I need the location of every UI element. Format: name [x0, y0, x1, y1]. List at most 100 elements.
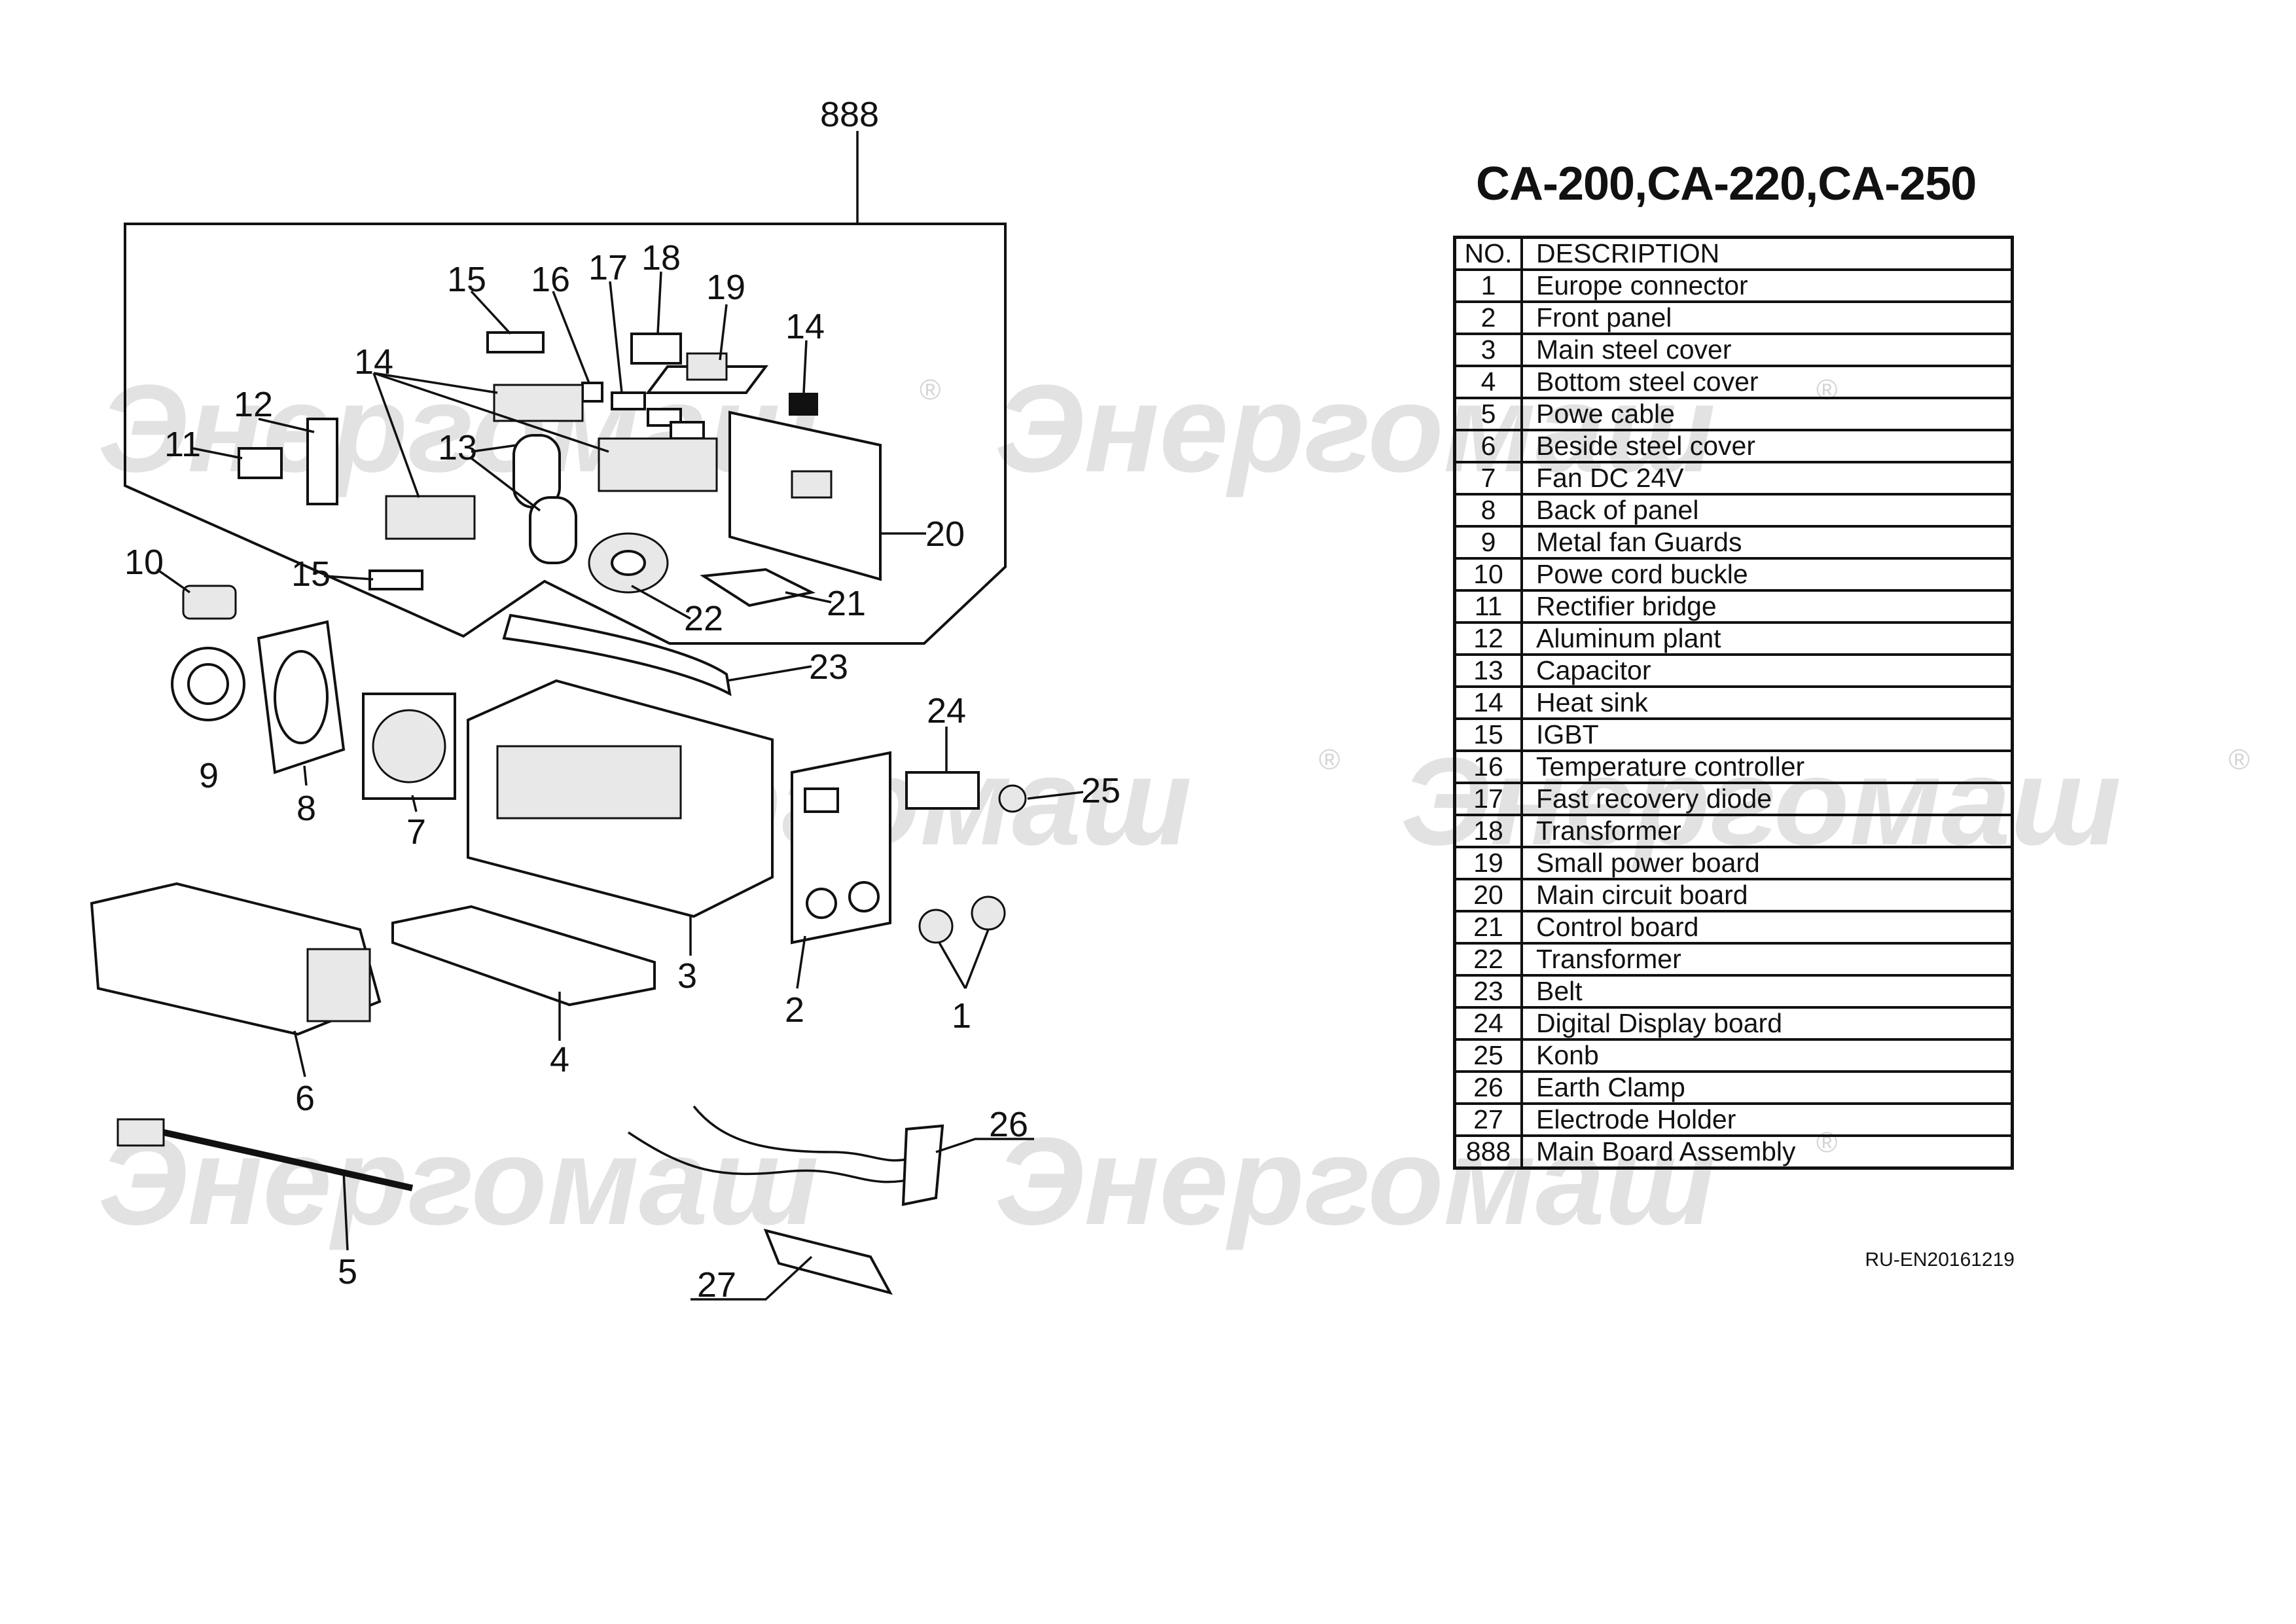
aluminum-plant	[306, 418, 338, 505]
fan	[362, 693, 456, 800]
callout-1: 1	[952, 996, 971, 1036]
part-number: 10	[1453, 557, 1523, 592]
callout-7: 7	[406, 812, 426, 852]
callout-4: 4	[550, 1040, 569, 1079]
part-description: Fast recovery diode	[1520, 782, 2014, 816]
part-description: Main circuit board	[1520, 878, 2014, 912]
part-number: 9	[1453, 525, 1523, 560]
part-description: Transformer	[1520, 814, 2014, 848]
callout-20: 20	[925, 514, 965, 554]
part-description: Metal fan Guards	[1520, 525, 2014, 560]
heat-sink-left	[385, 495, 476, 540]
belt	[502, 613, 732, 696]
power-cable	[117, 1118, 414, 1191]
watermark-logo: Энергомаш	[98, 1112, 819, 1251]
part-description: Capacitor	[1520, 653, 2014, 688]
igbt-15-bottom	[368, 569, 423, 590]
part-number: 27	[1453, 1102, 1523, 1137]
registered-mark: ®	[920, 374, 941, 406]
callout-2: 2	[785, 990, 804, 1030]
callout-18: 18	[641, 238, 681, 278]
part-number: 12	[1453, 621, 1523, 656]
table-header-row: NO. DESCRIPTION	[1453, 236, 2014, 271]
part-number: 21	[1453, 910, 1523, 945]
heat-sink-right	[789, 393, 818, 416]
part-description: Digital Display board	[1520, 1006, 2014, 1041]
model-title: CA-200,CA-220,CA-250	[1476, 158, 1977, 210]
callout-9: 9	[199, 756, 219, 795]
small-power-board	[645, 352, 768, 394]
metal-fan-guard	[171, 647, 245, 721]
callout-14: 14	[354, 342, 393, 382]
rectifier-bridge	[238, 447, 283, 479]
europe-connectors	[918, 895, 1006, 944]
callout-24: 24	[927, 691, 966, 731]
part-number: 22	[1453, 942, 1523, 977]
part-description: Earth Clamp	[1520, 1070, 2014, 1105]
part-number: 7	[1453, 461, 1523, 496]
callout-8: 8	[296, 789, 316, 828]
main-board-assembly-outline	[124, 223, 1007, 645]
callout-27: 27	[697, 1265, 736, 1305]
callout-888: 888	[820, 95, 879, 134]
leader-lines	[156, 271, 1084, 1301]
part-description: Konb	[1520, 1038, 2014, 1073]
callout-13: 13	[438, 428, 477, 467]
heat-sink-top	[493, 384, 718, 492]
part-number: 15	[1453, 717, 1523, 752]
part-description: Back of panel	[1520, 493, 2014, 528]
callout-22: 22	[684, 599, 723, 638]
part-description: Heat sink	[1520, 685, 2014, 720]
column-header-description: DESCRIPTION	[1520, 236, 2014, 271]
part-number: 26	[1453, 1070, 1523, 1105]
bottom-steel-cover	[391, 905, 656, 1007]
part-description: IGBT	[1520, 717, 2014, 752]
part-description: Transformer	[1520, 942, 2014, 977]
callout-6: 6	[295, 1079, 315, 1118]
part-number: 23	[1453, 974, 1523, 1009]
main-steel-cover	[467, 679, 774, 918]
part-description: Front panel	[1520, 300, 2014, 335]
part-number: 5	[1453, 397, 1523, 431]
callout-12: 12	[234, 385, 273, 424]
part-number: 8	[1453, 493, 1523, 528]
part-number: 2	[1453, 300, 1523, 335]
transformer-22	[588, 532, 669, 594]
callout-10: 10	[124, 543, 164, 582]
transformer-18	[630, 333, 682, 365]
part-description: Powe cord buckle	[1520, 557, 2014, 592]
part-description: Aluminum plant	[1520, 621, 2014, 656]
part-description: Belt	[1520, 974, 2014, 1009]
document-code: RU-EN20161219	[1865, 1249, 2015, 1271]
part-description: Europe connector	[1520, 268, 2014, 303]
part-description: Beside steel cover	[1520, 429, 2014, 463]
igbt-15-top	[486, 331, 545, 353]
part-number: 888	[1453, 1134, 1523, 1170]
part-number: 19	[1453, 846, 1523, 880]
part-description: Small power board	[1520, 846, 2014, 880]
callout-15: 15	[447, 260, 486, 299]
digital-display-board	[905, 771, 980, 810]
part-number: 3	[1453, 333, 1523, 367]
front-panel	[791, 751, 891, 945]
knob	[998, 784, 1027, 813]
capacitors	[512, 434, 577, 564]
part-number: 1	[1453, 268, 1523, 303]
